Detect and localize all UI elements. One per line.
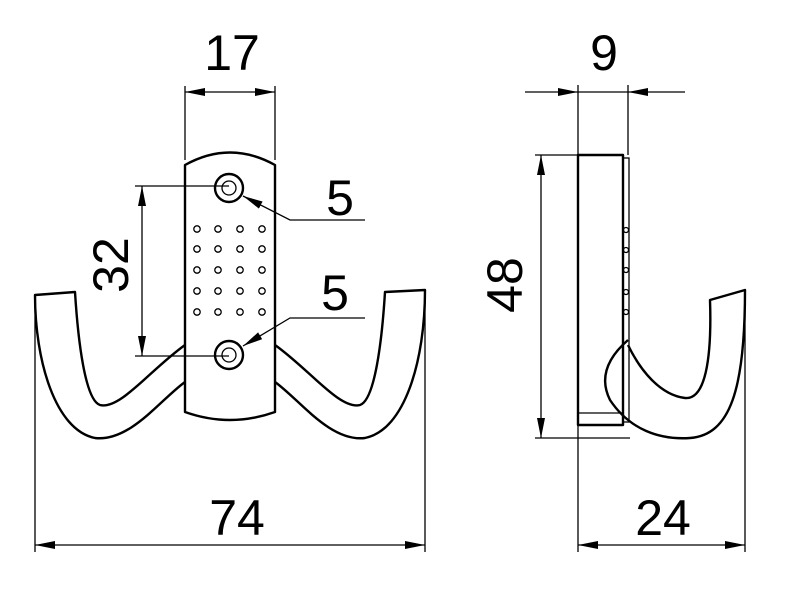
texture-dot [193, 225, 201, 233]
dim-label-9: 9 [590, 25, 618, 81]
dim-label-17: 17 [204, 25, 260, 81]
texture-dot [193, 308, 201, 316]
texture-dot [258, 266, 266, 274]
dot-grid-texture [193, 225, 266, 316]
side-texture-dot [622, 266, 630, 274]
texture-dot [258, 245, 266, 253]
mounting-plate [183, 151, 277, 422]
dim-label-5-upper: 5 [326, 170, 354, 226]
dimension-height: 48 [477, 154, 630, 439]
side-view [576, 153, 747, 440]
texture-dot [236, 225, 244, 233]
front-view [33, 151, 427, 440]
dimension-depth: 24 [577, 290, 746, 552]
side-hook [603, 288, 747, 440]
dim-label-48: 48 [477, 257, 533, 313]
upper-hole [213, 172, 245, 204]
texture-dot [193, 245, 201, 253]
side-texture-dot [622, 288, 630, 296]
texture-dot [214, 245, 222, 253]
dimension-hole-lower: 5 [242, 265, 365, 347]
dimension-total-width: 74 [34, 295, 426, 552]
dimension-hole-spacing: 32 [83, 185, 229, 357]
left-hook-arm [33, 290, 186, 440]
dim-label-5-lower: 5 [321, 265, 349, 321]
texture-dot [214, 287, 222, 295]
texture-dot [258, 225, 266, 233]
texture-dot [236, 245, 244, 253]
right-hook-arm [274, 288, 427, 440]
texture-dot [214, 308, 222, 316]
dimension-side-thickness: 9 [525, 25, 685, 155]
side-texture-dot [622, 226, 630, 234]
texture-dot [236, 287, 244, 295]
dim-label-32: 32 [83, 237, 139, 293]
dimension-hole-upper: 5 [242, 170, 365, 226]
dim-label-24: 24 [635, 490, 691, 546]
dimension-plate-width: 17 [184, 25, 276, 160]
side-texture-dot [622, 246, 630, 254]
texture-dot [193, 287, 201, 295]
dim-label-74: 74 [209, 490, 265, 546]
texture-dot [258, 287, 266, 295]
texture-dot [236, 266, 244, 274]
texture-dot [214, 225, 222, 233]
texture-dot [258, 308, 266, 316]
lower-hole [213, 339, 245, 371]
texture-dot [236, 308, 244, 316]
side-plate-face [622, 157, 630, 423]
texture-dot [214, 266, 222, 274]
texture-dot [193, 266, 201, 274]
side-texture-dot [622, 308, 630, 316]
side-plate [576, 153, 625, 427]
